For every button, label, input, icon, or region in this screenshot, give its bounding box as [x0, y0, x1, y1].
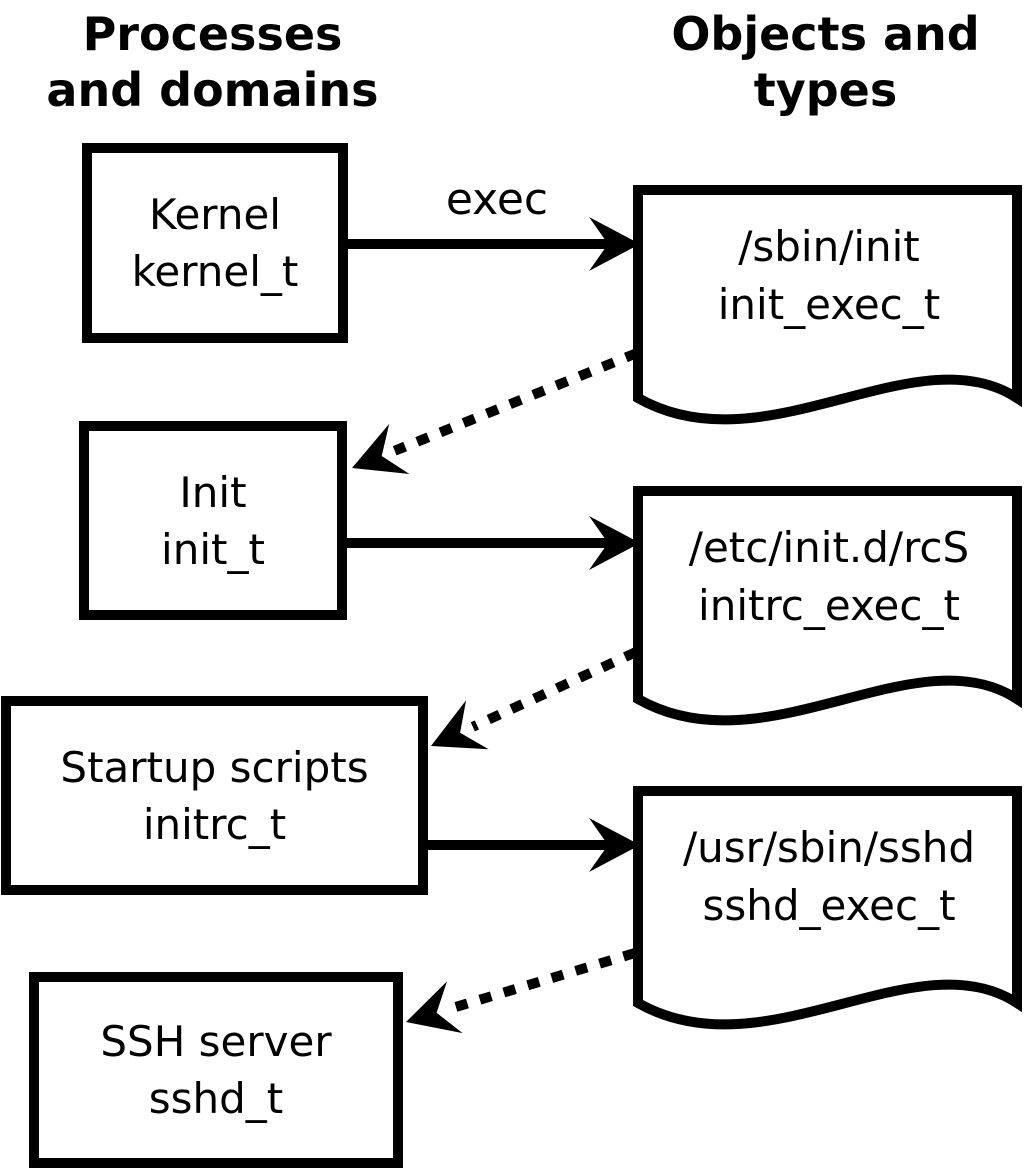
- column-header-objects: Objects and types: [628, 6, 1023, 118]
- process-name: Init: [179, 467, 247, 517]
- process-name: Startup scripts: [60, 742, 369, 792]
- process-box-init: Init init_t: [79, 421, 347, 620]
- edge-line-init_exec-init: [392, 348, 639, 456]
- column-header-objects-line2: types: [753, 63, 898, 117]
- edge-line-initrc_exec-initrc: [470, 647, 639, 732]
- object-label-initrc-exec: /etc/init.d/rcS initrc_exec_t: [648, 519, 1010, 635]
- column-header-processes: Processes and domains: [10, 6, 415, 118]
- object-path: /usr/sbin/sshd: [682, 823, 976, 872]
- process-box-startup-scripts: Startup scripts initrc_t: [1, 696, 428, 895]
- process-domain-type: init_t: [161, 524, 265, 574]
- edge-arrowhead-sshd_exec-sshd: [406, 981, 463, 1034]
- object-label-init-exec: /sbin/init init_exec_t: [648, 218, 1010, 334]
- object-type: initrc_exec_t: [698, 581, 960, 630]
- edge-line-sshd_exec-sshd: [448, 948, 637, 1014]
- edge-arrowhead-initrc_exec-initrc: [431, 700, 489, 750]
- edge-label-exec: exec: [445, 174, 549, 225]
- object-path: /etc/init.d/rcS: [688, 523, 970, 572]
- process-box-kernel: Kernel kernel_t: [82, 143, 348, 343]
- edge-arrowhead-init_exec-init: [352, 423, 410, 474]
- object-type: sshd_exec_t: [702, 881, 956, 930]
- process-domain-type: sshd_t: [148, 1074, 284, 1123]
- column-header-processes-line1: Processes: [82, 7, 343, 61]
- object-shape-sshd_exec: [633, 786, 1022, 1030]
- process-domain-type: initrc_t: [142, 799, 287, 849]
- edge-arrowhead-kernel-init_exec: [589, 217, 640, 271]
- edge-arrowhead-init-initrc_exec: [589, 516, 640, 570]
- object-shape-init_exec: [633, 185, 1022, 425]
- process-name: SSH server: [100, 1017, 332, 1066]
- process-domain-type: kernel_t: [131, 247, 299, 296]
- object-path: /sbin/init: [738, 222, 920, 271]
- process-box-ssh-server: SSH server sshd_t: [29, 972, 403, 1168]
- column-header-processes-line2: and domains: [46, 63, 379, 117]
- column-header-objects-line1: Objects and: [671, 7, 980, 61]
- object-shape-initrc_exec: [633, 486, 1022, 726]
- object-label-sshd-exec: /usr/sbin/sshd sshd_exec_t: [648, 819, 1010, 935]
- object-type: init_exec_t: [717, 280, 941, 329]
- edge-arrowhead-initrc-sshd_exec: [589, 818, 640, 872]
- process-name: Kernel: [149, 190, 281, 239]
